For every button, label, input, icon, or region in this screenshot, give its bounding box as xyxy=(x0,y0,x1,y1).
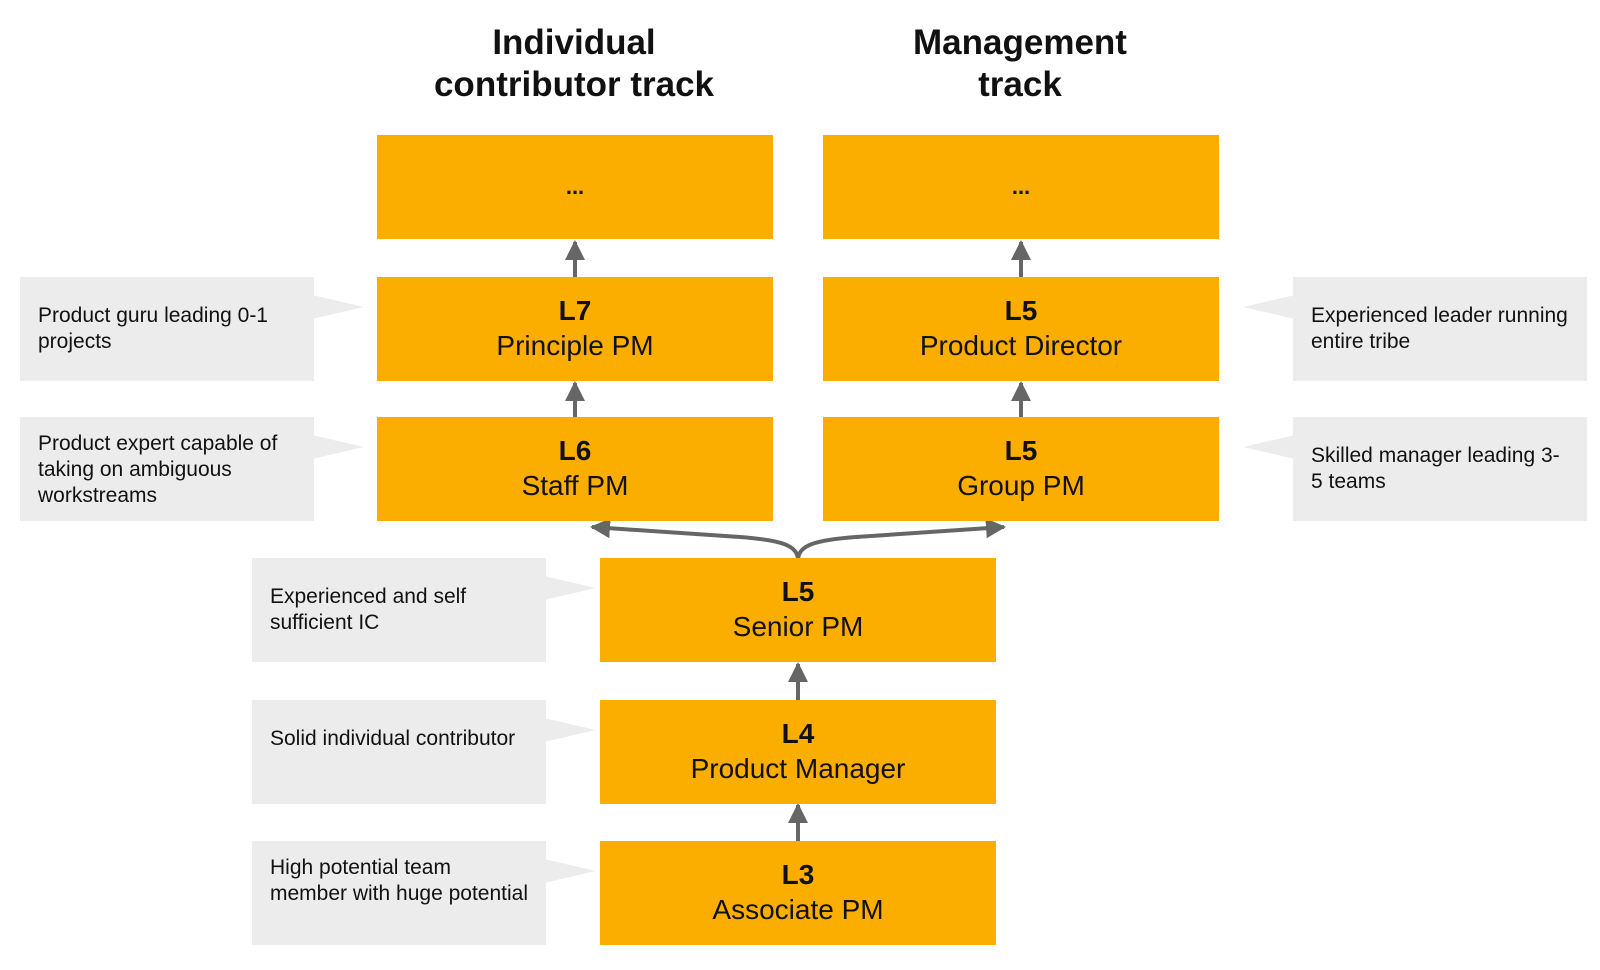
callout-associate-pm: High potential team member with huge pot… xyxy=(252,841,596,945)
level-box-principle-pm: L7 Principle PM xyxy=(377,277,773,381)
arrow-senior-to-staff xyxy=(590,518,800,561)
level-code: L6 xyxy=(558,435,592,466)
ic-track-title-line2: contributor track xyxy=(433,65,715,104)
callout-group-pm: Skilled manager leading 3-5 teams xyxy=(1243,417,1587,521)
level-code: L5 xyxy=(1004,295,1038,326)
level-box-group-pm: L5 Group PM xyxy=(823,417,1219,521)
level-box-product-manager: L4 Product Manager xyxy=(600,700,996,804)
ic-track-title: Individual contributor track xyxy=(354,22,794,106)
level-box-staff-pm: L6 Staff PM xyxy=(377,417,773,521)
level-code: ... xyxy=(565,174,585,199)
management-track-title: Management track xyxy=(800,22,1240,106)
management-track-title-line2: track xyxy=(978,65,1062,104)
level-code: L4 xyxy=(781,718,815,749)
level-title: Associate PM xyxy=(712,894,884,925)
ic-track-title-line1: Individual xyxy=(492,23,656,62)
level-code: ... xyxy=(1011,174,1031,199)
level-code: L7 xyxy=(558,295,592,326)
level-title: Group PM xyxy=(957,470,1085,501)
ic-track-top-box: ... xyxy=(377,135,773,239)
level-title: Senior PM xyxy=(732,611,864,642)
level-box-senior-pm: L5 Senior PM xyxy=(600,558,996,662)
callout-product-director: Experienced leader running entire tribe xyxy=(1243,277,1587,381)
callout-senior-pm: Experienced and self sufficient IC xyxy=(252,558,596,662)
level-code: L3 xyxy=(781,859,815,890)
callout-principle-pm: Product guru leading 0-1 projects xyxy=(20,277,364,381)
level-title: Product Director xyxy=(919,330,1123,361)
management-track-title-line1: Management xyxy=(913,23,1127,62)
level-title: Product Manager xyxy=(690,753,906,784)
level-code: L5 xyxy=(781,576,815,607)
management-track-top-box: ... xyxy=(823,135,1219,239)
level-box-associate-pm: L3 Associate PM xyxy=(600,841,996,945)
level-title: Principle PM xyxy=(496,330,654,361)
level-box-product-director: L5 Product Director xyxy=(823,277,1219,381)
level-title: Staff PM xyxy=(521,470,629,501)
level-code: L5 xyxy=(1004,435,1038,466)
arrow-senior-to-group xyxy=(796,518,1006,561)
callout-staff-pm: Product expert capable of taking on ambi… xyxy=(20,417,364,521)
callout-product-manager: Solid individual contributor xyxy=(252,700,596,804)
